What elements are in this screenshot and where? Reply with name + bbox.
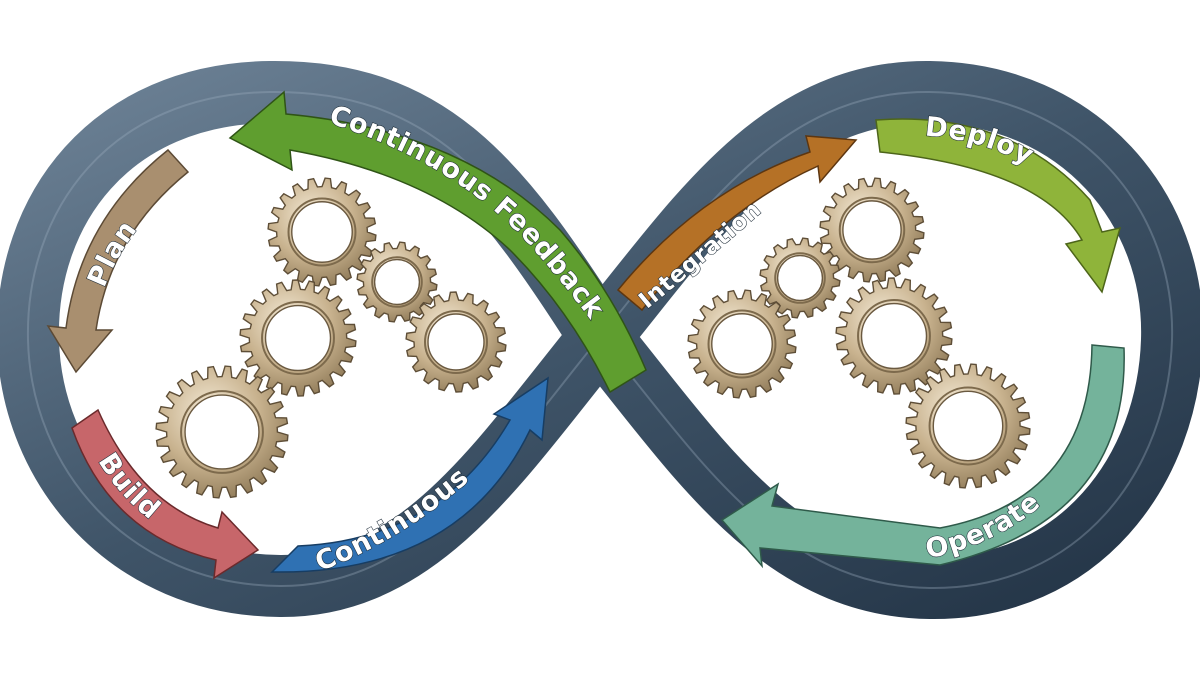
- deploy-arrow-shape: [875, 118, 1122, 294]
- gear-icon: [905, 363, 1031, 489]
- operate-arrow-shape: [720, 344, 1125, 569]
- gear-icon: [267, 177, 377, 287]
- gear-cluster-right: [687, 177, 1031, 489]
- gear-icon: [759, 237, 841, 319]
- gear-icon: [687, 289, 797, 399]
- plan-arrow-shape: [46, 148, 190, 374]
- continuous-arrow-shape: [270, 376, 549, 573]
- gear-cluster-left: [155, 177, 507, 499]
- gear-icon: [819, 177, 925, 283]
- gear-icon: [356, 241, 438, 323]
- gear-icon: [155, 365, 289, 499]
- build-arrow-shape: [71, 408, 260, 580]
- integration-arrow-shape: [616, 135, 858, 312]
- gear-icon: [405, 291, 507, 393]
- gear-icon: [835, 277, 953, 395]
- gear-icon: [239, 279, 357, 397]
- continuous-feedback-arrow-shape: [228, 90, 647, 394]
